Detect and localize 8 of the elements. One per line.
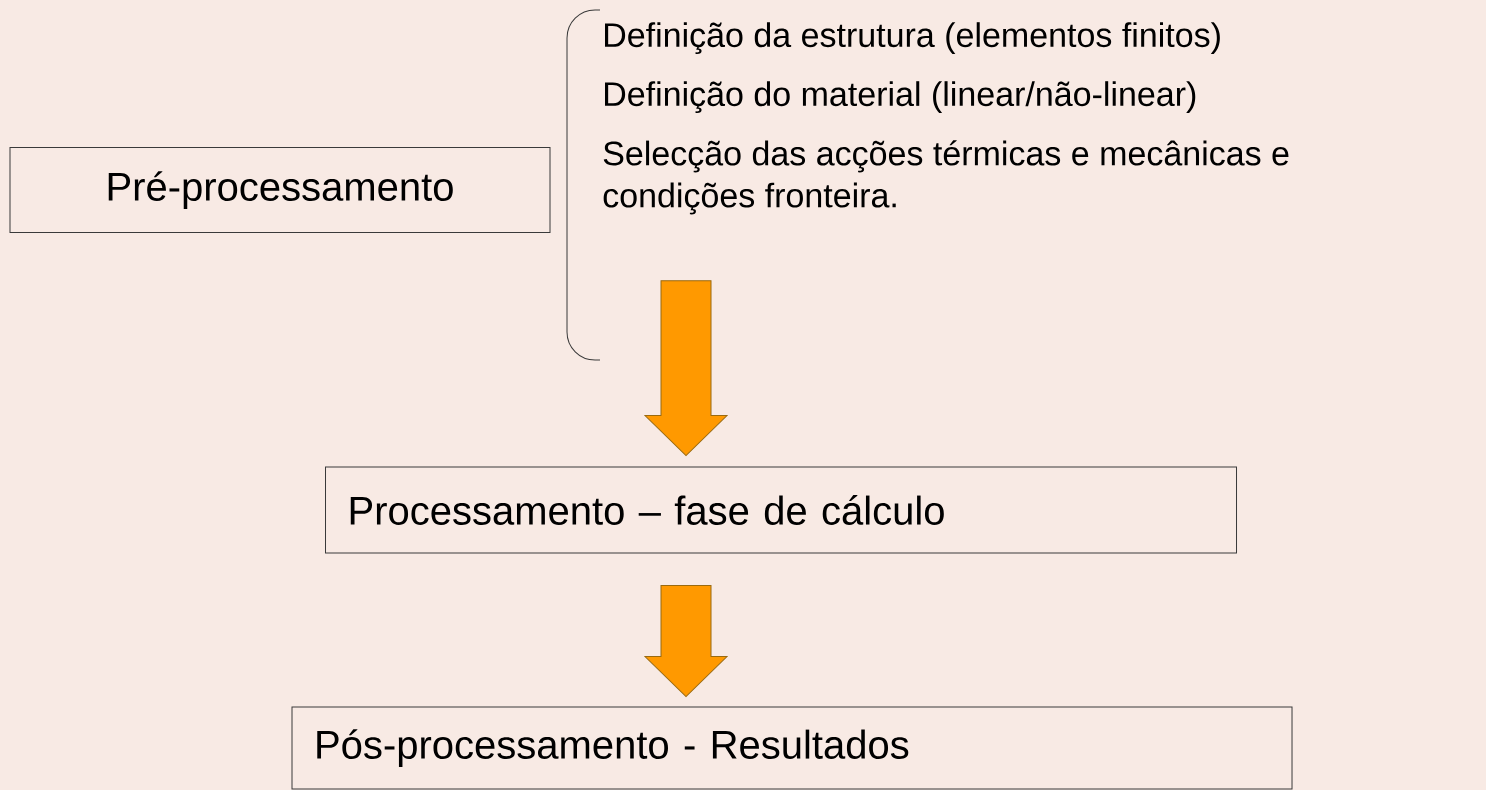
list-item: Definição da estrutura (elementos finitos) [605,22,1220,55]
process-box: Pós-processamento - Resultados [291,706,1293,790]
process-box: Pré-processamento [9,147,551,233]
process-box: Processamento – fase de cálculo [325,466,1237,554]
list-item: Definição do material (linear/não-linear) [605,81,1196,114]
list-item: Selecção das acções térmicas e mecânicas e condições fronteira. [603,140,1289,215]
block-arrow [644,280,728,456]
block-arrow [644,585,728,697]
